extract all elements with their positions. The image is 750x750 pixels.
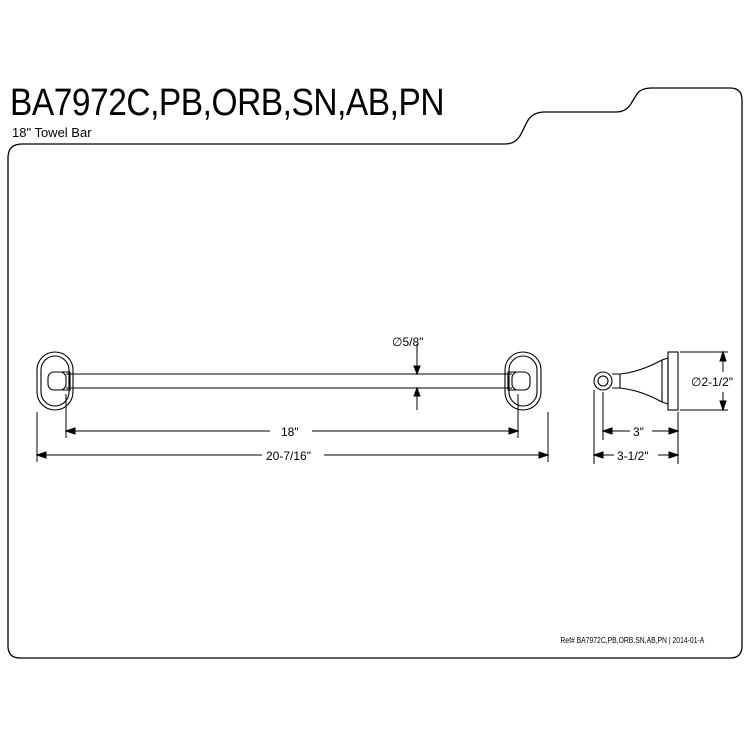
flange-diameter-label: ∅2-1/2": [691, 375, 733, 389]
total-projection-label: 3-1/2": [617, 449, 649, 463]
product-subtitle: 18" Towel Bar: [12, 125, 92, 140]
projection-dimension: [601, 392, 680, 464]
overall-length-dimension: [35, 412, 550, 462]
drawing-frame: [7, 87, 743, 659]
side-flange: [667, 351, 679, 411]
right-collar: [507, 371, 516, 391]
total-projection-dimension: [592, 390, 680, 464]
bar-length-label: 18": [281, 425, 299, 439]
right-flange-inner: [508, 355, 538, 407]
left-flange-inner: [40, 355, 70, 407]
side-view: [593, 351, 679, 411]
bar-section-inner: [597, 375, 609, 387]
right-flange-outer: [504, 351, 542, 411]
flange-diameter-dimension: [680, 350, 728, 412]
overall-length-label: 20-7/16": [266, 449, 311, 463]
model-number-title: BA7972C,PB,ORB,SN,AB,PN: [10, 82, 445, 124]
bar-diameter-label: ∅5/8": [392, 335, 423, 349]
bar-length-dimension: [64, 394, 520, 438]
left-flange-outer: [36, 351, 74, 411]
bar-diameter-dimension: [413, 344, 421, 410]
right-post: [511, 371, 531, 391]
left-post: [47, 371, 67, 391]
reference-number: Ref# BA7972C,PB,ORB,SN,AB,PN | 2014-01-A: [560, 636, 704, 645]
front-view: [36, 351, 542, 411]
left-collar: [62, 371, 71, 391]
projection-label: 3": [633, 425, 644, 439]
bar-section-outer: [593, 371, 613, 391]
